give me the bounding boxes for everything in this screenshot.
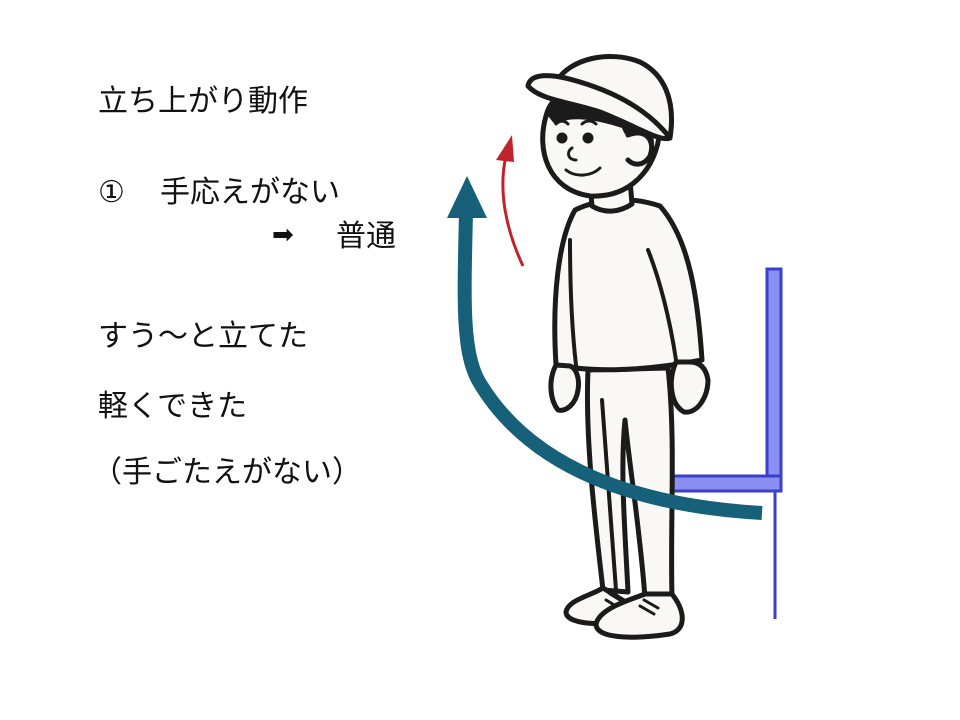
result-label: 普通	[336, 219, 396, 254]
item-label: 手応えがない	[160, 175, 340, 210]
result-arrow-icon: ➡	[272, 220, 294, 250]
rise-arrow-icon	[447, 176, 763, 520]
note-line-3: （手ごたえがない）	[92, 455, 362, 490]
chair-icon	[663, 267, 783, 619]
slide-title: 立ち上がり動作	[98, 84, 308, 119]
item-number: ①	[98, 175, 125, 210]
small-up-arrow-icon	[496, 135, 525, 267]
person-icon	[525, 54, 711, 640]
note-line-1: すう～と立てた	[98, 319, 308, 354]
note-line-2: 軽くできた	[98, 389, 248, 424]
